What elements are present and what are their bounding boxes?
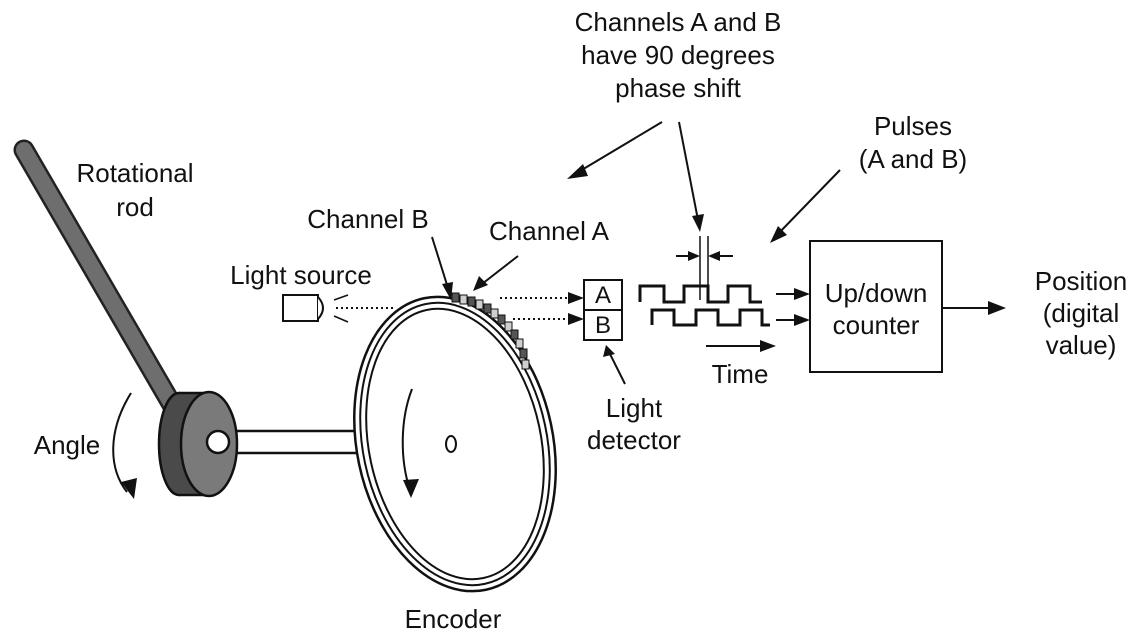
- encoder-label: Encoder: [405, 604, 502, 632]
- pulse-train-a: [638, 284, 762, 304]
- phase-label-line2: have 90 degrees: [581, 40, 775, 70]
- phase-pointer-signals: [678, 121, 699, 221]
- detector-pointer-head: [603, 345, 615, 357]
- position-label-line3: value): [1046, 330, 1117, 360]
- channel-a-pointer: [481, 255, 519, 285]
- phase-label-line3: phase shift: [615, 73, 742, 103]
- pulse-train-b: [650, 308, 770, 327]
- pulses-pointer-head: [770, 226, 787, 243]
- output-arrowhead: [988, 301, 1006, 315]
- angle-arrow: [112, 392, 132, 493]
- phase-label-line1: Channels A and B: [575, 7, 782, 37]
- time-arrowhead: [760, 340, 776, 352]
- light-detector: [583, 279, 623, 341]
- pulses-label-line1: Pulses: [874, 111, 952, 141]
- encoder-track: [451, 292, 530, 370]
- up-down-counter-box: [809, 240, 943, 373]
- phase-pointer-encoder: [574, 121, 663, 175]
- rotation-arrowhead: [403, 479, 419, 498]
- arrow-to-counter-b-head: [794, 314, 810, 326]
- arrow-to-counter-a-head: [794, 288, 810, 300]
- channel-b-pointer: [431, 236, 449, 289]
- channel-a-label: Channel A: [489, 216, 610, 246]
- rotational-rod-label-line2: rod: [116, 192, 154, 222]
- center-mark: [445, 435, 457, 453]
- beam-channel-a-head: [568, 292, 584, 304]
- detector-a-label: A: [595, 282, 611, 309]
- hub: [157, 390, 239, 498]
- light-source: [282, 294, 349, 323]
- counter-label-line2: counter: [833, 310, 920, 340]
- channel-a-pointer-head: [473, 276, 488, 291]
- rotational-rod-label-line1: Rotational: [76, 158, 193, 188]
- pulses-pointer: [775, 169, 841, 237]
- light-detector-label-line2: detector: [587, 425, 681, 455]
- position-label-line1: Position: [1035, 266, 1128, 296]
- time-label: Time: [712, 359, 769, 389]
- phase-pointer-encoder-head: [567, 164, 588, 179]
- angle-arrowhead: [121, 478, 137, 499]
- detector-b-label: B: [595, 312, 611, 339]
- position-label-line2: (digital: [1043, 298, 1120, 328]
- angle-label: Angle: [34, 430, 101, 460]
- pulses-label-line2: (A and B): [859, 144, 967, 174]
- counter-label-line1: Up/down: [825, 278, 928, 308]
- rotational-rod: [13, 139, 189, 426]
- light-source-label: Light source: [230, 260, 372, 290]
- light-detector-label-line1: Light: [606, 393, 663, 423]
- phase-pointer-signals-head: [692, 214, 704, 232]
- detector-pointer: [608, 351, 626, 385]
- channel-b-label: Channel B: [307, 204, 428, 234]
- beam-channel-b-head: [568, 313, 584, 325]
- channel-b-pointer-head: [442, 282, 453, 300]
